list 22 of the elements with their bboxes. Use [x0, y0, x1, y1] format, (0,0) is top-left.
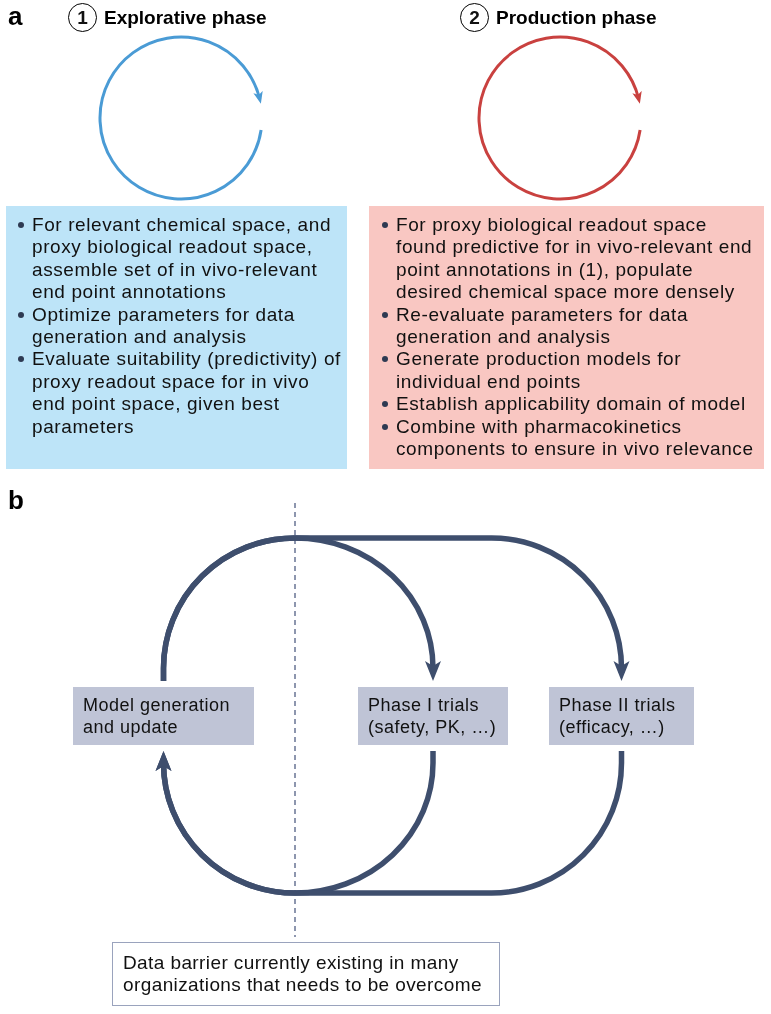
note-box: Data barrier currently existing in many organizations that needs to be overcome	[112, 942, 500, 1006]
step-number: 1	[68, 3, 97, 32]
bullet-text: Generate production models for individual end points	[396, 348, 683, 394]
bullet-text: Combine with pharmacokinetics components to ensure in vivo relevance	[396, 415, 755, 461]
process-box: Phase I trials (safety, PK, …)	[358, 687, 508, 745]
info-panel	[369, 206, 764, 469]
info-panel	[6, 206, 347, 469]
step-number: 2	[460, 3, 489, 32]
arrow	[155, 751, 625, 896]
process-box: Phase II trials (efficacy, …)	[549, 687, 694, 745]
bullet-text: Evaluate suitability (predictivity) of proxy readout space for in vivo end point space, given best parameters	[32, 348, 342, 439]
panel-letter: a	[8, 0, 23, 32]
phase-heading: Production phase	[496, 5, 657, 30]
bullet-text: For relevant chemical space, and proxy biological readout space, assemble set of in vivo-relevant end point annotations	[32, 214, 333, 304]
bullet-text: Establish applicability domain of model	[396, 393, 746, 416]
bullet-text: Re-evaluate parameters for data generation and analysis	[396, 303, 690, 349]
process-box: Model generation and update	[73, 687, 254, 745]
phase-heading: Explorative phase	[104, 5, 267, 30]
arrow	[160, 535, 630, 681]
panel-letter: b	[8, 484, 24, 516]
bullet-text: For proxy biological readout space found predictive for in vivo-relevant end point annotations in (1), populate desired chemical space more densely	[396, 214, 754, 304]
bullet-text: Optimize parameters for data generation and analysis	[32, 303, 296, 349]
